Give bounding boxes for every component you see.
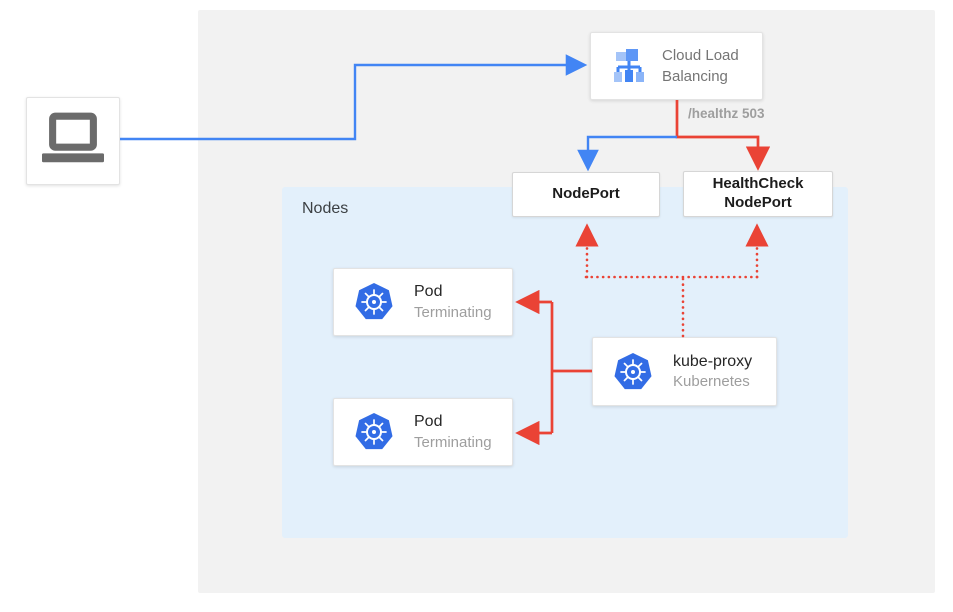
healthcheck-nodeport-node: HealthCheck NodePort — [683, 171, 833, 217]
nodes-panel-label: Nodes — [302, 200, 349, 217]
pod-terminating-node-1: Pod Terminating — [333, 268, 513, 336]
cloud-load-balancing-node: Cloud Load Balancing — [590, 32, 763, 100]
healthcheck-nodeport-label: HealthCheck NodePort — [712, 175, 804, 211]
nodeport-label: NodePort — [552, 185, 620, 203]
pod-title: Pod — [414, 283, 443, 301]
pod-status: Terminating — [414, 433, 492, 451]
client-node — [26, 97, 120, 185]
load-balancer-icon — [614, 49, 644, 82]
kube-proxy-subtitle: Kubernetes — [673, 373, 750, 391]
laptop-icon — [42, 112, 104, 163]
pod-terminating-node-2: Pod Terminating — [333, 398, 513, 466]
healthz-status-label: /healthz 503 — [688, 106, 765, 121]
kubernetes-icon — [614, 352, 652, 389]
cloud-load-balancing-label: Cloud Load Balancing — [662, 47, 739, 85]
pod-title: Pod — [414, 413, 443, 431]
kubernetes-icon — [355, 413, 393, 450]
nodeport-node: NodePort — [512, 172, 660, 217]
kube-proxy-title: kube-proxy — [673, 352, 753, 370]
kubernetes-icon — [355, 283, 393, 320]
kube-proxy-node: kube-proxy Kubernetes — [592, 337, 777, 406]
pod-status: Terminating — [414, 303, 492, 321]
